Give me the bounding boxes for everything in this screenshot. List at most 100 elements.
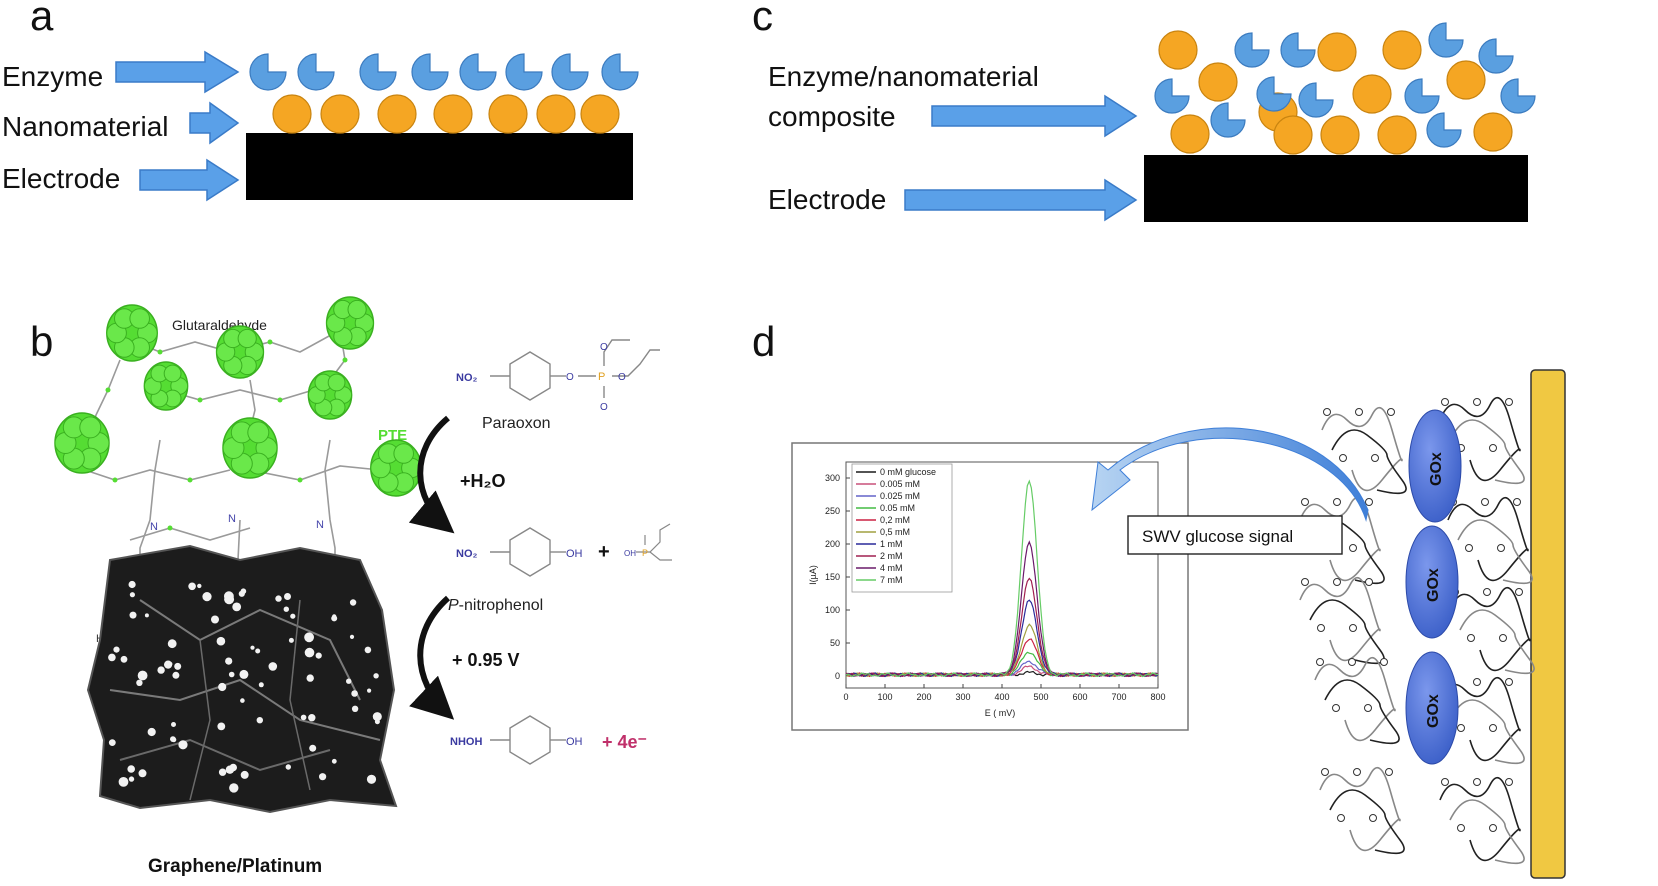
platinum-nanoparticle: [224, 591, 234, 602]
nitrophenol-no2: NO₂: [456, 548, 478, 560]
enzyme-pacman: [1404, 78, 1440, 114]
gox-label-1: GOx: [1428, 452, 1445, 486]
platinum-nanoparticle: [309, 744, 317, 752]
platinum-nanoparticle: [374, 719, 380, 725]
amine-n-1: N: [150, 521, 158, 533]
platinum-nanoparticle: [238, 590, 245, 597]
x-axis-label: E ( mV): [985, 708, 1016, 718]
nanoparticle: [377, 94, 417, 134]
polymer-chain: [1439, 776, 1525, 865]
platinum-nanoparticle: [349, 634, 355, 640]
x-tick-label: 600: [1072, 692, 1087, 702]
electrode-block-c: [1144, 155, 1528, 222]
platinum-nanoparticle: [174, 662, 182, 670]
enzyme-pacman: [359, 53, 397, 91]
y-tick-label: 100: [825, 605, 840, 615]
x-tick-label: 500: [1033, 692, 1048, 702]
pte-enzyme: [143, 361, 189, 411]
x-tick-label: 700: [1111, 692, 1126, 702]
platinum-nanoparticle: [232, 602, 242, 612]
reaction-arrow-2: [409, 595, 455, 720]
nanoparticle: [320, 94, 360, 134]
x-tick-label: 0: [843, 692, 848, 702]
nanoparticle: [272, 94, 312, 134]
enzyme-pacman: [601, 53, 639, 91]
panel-a-letter: a: [30, 0, 54, 39]
amine-n-2: N: [228, 513, 236, 525]
nanoparticle: [1170, 114, 1210, 154]
legend-entry: 4 mM: [880, 563, 903, 573]
amine-n-3: N: [316, 519, 324, 531]
platinum-nanoparticle: [372, 712, 382, 722]
graphene-platinum-support: [86, 544, 398, 814]
platinum-nanoparticle: [144, 613, 149, 618]
platinum-nanoparticle: [178, 740, 188, 750]
nanoparticle: [1377, 115, 1417, 155]
pte-enzyme: [307, 370, 353, 420]
nanoparticle: [536, 94, 576, 134]
polymer-chain: [1299, 576, 1385, 665]
imine-nitrogens: [105, 339, 348, 531]
nanomaterial-layer-a: [272, 94, 620, 134]
platinum-nanoparticle: [188, 582, 196, 591]
enzyme-pacman: [1280, 32, 1316, 68]
platinum-nanoparticle: [137, 670, 148, 681]
platinum-nanoparticle: [218, 768, 227, 776]
nanoparticle: [1273, 115, 1313, 155]
platinum-nanoparticles: [108, 580, 382, 793]
electrode-block-a: [246, 133, 633, 200]
nanoparticle: [1198, 62, 1238, 102]
platinum-nanoparticle: [128, 776, 135, 782]
nitrophenol-oh: OH: [566, 548, 583, 560]
pte-enzyme: [215, 325, 265, 379]
enzyme-pacman: [411, 53, 449, 91]
pte-enzyme: [106, 304, 158, 362]
arrow-enzyme: [115, 50, 240, 94]
nanoparticle: [1473, 112, 1513, 152]
y-tick-label: 50: [830, 638, 840, 648]
label-electrode-c: Electrode: [768, 184, 886, 215]
platinum-nanoparticle: [331, 758, 337, 764]
graphene-platinum-label: Graphene/Platinum: [148, 856, 322, 877]
legend-entry: 0.05 mM: [880, 503, 915, 513]
paraoxon-o2: O: [600, 342, 608, 353]
enzyme-pacman: [1428, 22, 1464, 58]
platinum-nanoparticle: [171, 722, 176, 727]
panel-a: a Enzyme Nanomaterial Electrode: [2, 0, 639, 202]
signal-label: SWV glucose signal: [1142, 527, 1293, 546]
label-composite-2: composite: [768, 101, 896, 132]
platinum-nanoparticle: [157, 666, 165, 674]
platinum-nanoparticle: [225, 657, 233, 665]
chart-legend: [851, 463, 953, 593]
pte-enzyme: [54, 412, 110, 474]
platinum-nanoparticle: [367, 688, 372, 693]
gox-label-2: GOx: [1425, 568, 1442, 602]
product-italic-prefix: P: [448, 597, 459, 614]
enzyme-layer-a: [249, 53, 639, 91]
platinum-nanoparticle: [284, 593, 291, 600]
reaction-arrow-1: [408, 415, 455, 534]
nitrophenol-structure: [490, 527, 566, 577]
platinum-nanoparticle: [172, 671, 180, 679]
polymer-chain: [1319, 766, 1405, 855]
enzyme-pacman: [1478, 38, 1514, 74]
x-tick-label: 100: [877, 692, 892, 702]
y-axis-label: I(µA): [808, 565, 818, 585]
nanoparticle: [433, 94, 473, 134]
panel-c: c Enzyme/nanomaterial composite Electrod…: [752, 0, 1536, 222]
nanoparticle: [1320, 115, 1360, 155]
enzyme-pacman: [297, 53, 335, 91]
platinum-nanoparticle: [275, 595, 282, 602]
enzyme-pacman: [1256, 76, 1292, 112]
legend-entry: 0.025 mM: [880, 491, 920, 501]
y-tick-label: 200: [825, 539, 840, 549]
platinum-nanoparticle: [240, 770, 249, 779]
panel-d-letter: d: [752, 318, 775, 365]
nanoparticle: [1352, 74, 1392, 114]
paraoxon-o1: O: [566, 372, 574, 383]
panel-b: b N N N Glutaraldehyde PTE: [30, 296, 672, 877]
pte-enzyme: [325, 296, 375, 350]
y-tick-label: 300: [825, 473, 840, 483]
paraoxon-o3: O: [618, 372, 626, 383]
